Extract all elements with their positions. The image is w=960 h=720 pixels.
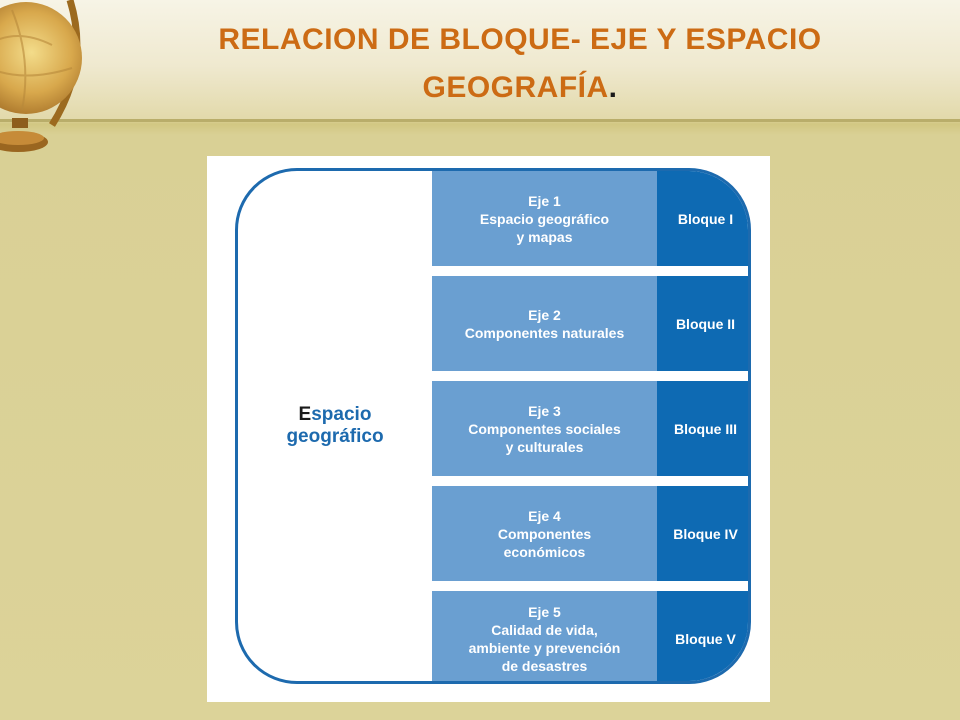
eje-cell-2: Eje 2 Componentes naturales [432, 276, 657, 371]
eje-line-5-2: ambiente y prevención [468, 640, 621, 656]
eje-title-3: Eje 3 [528, 402, 561, 419]
row-eje-2: Eje 2 Componentes naturales Bloque II [432, 276, 748, 371]
eje-cell-5: Eje 5 Calidad de vida, ambiente y preven… [432, 591, 657, 681]
bloque-cell-3: Bloque III [657, 381, 748, 476]
eje-cell-1: Eje 1 Espacio geográfico y mapas [432, 171, 657, 266]
diagram-image: Espacio geográfico Eje 1 Espacio geográf… [207, 156, 770, 702]
row-eje-3: Eje 3 Componentes sociales y culturales … [432, 381, 748, 476]
eje-line-4-1: Componentes [497, 525, 592, 542]
eje-line-3-2: y culturales [505, 438, 584, 455]
eje-cell-3: Eje 3 Componentes sociales y culturales [432, 381, 657, 476]
center-label-initial: E [298, 404, 312, 425]
row-eje-1: Eje 1 Espacio geográfico y mapas Bloque … [432, 171, 748, 266]
eje-title-4: Eje 4 [528, 507, 561, 524]
eje-title-5: Eje 5 [528, 604, 561, 620]
row-eje-4: Eje 4 Componentes económicos Bloque IV [432, 486, 748, 581]
diagram-frame: Espacio geográfico Eje 1 Espacio geográf… [235, 168, 751, 684]
header-band [0, 0, 960, 120]
slide-title: RELACION DE BLOQUE- EJE Y ESPACIO GEOGRA… [150, 16, 890, 112]
eje-line-3-1: Componentes sociales [468, 420, 621, 437]
center-label-line2: geográfico [286, 426, 384, 447]
bloque-cell-4: Bloque IV [657, 486, 748, 581]
slide-title-text: RELACION DE BLOQUE- EJE Y ESPACIO GEOGRA… [218, 23, 822, 104]
globe-icon [0, 0, 82, 152]
row-eje-5: Eje 5 Calidad de vida, ambiente y preven… [432, 591, 748, 681]
eje-line-2-1: Componentes naturales [464, 324, 625, 341]
bloque-cell-5: Bloque V [657, 591, 748, 681]
eje-line-1-1: Espacio geográfico [479, 210, 610, 227]
bloque-cell-2: Bloque II [657, 276, 748, 371]
eje-title-1: Eje 1 [528, 192, 561, 209]
center-label-line1: spacio [311, 404, 372, 425]
eje-line-5-1: Calidad de vida, [491, 622, 598, 638]
eje-title-2: Eje 2 [528, 306, 561, 323]
eje-line-5-3: de desastres [501, 658, 588, 674]
header-divider [0, 119, 960, 122]
eje-line-4-2: económicos [503, 543, 586, 560]
slide-title-period: . [608, 71, 618, 104]
eje-cell-4: Eje 4 Componentes económicos [432, 486, 657, 581]
center-panel: Espacio geográfico [238, 171, 432, 681]
center-label: Espacio geográfico [260, 404, 410, 448]
bloque-cell-1: Bloque I [657, 171, 748, 266]
eje-line-1-2: y mapas [516, 228, 573, 245]
